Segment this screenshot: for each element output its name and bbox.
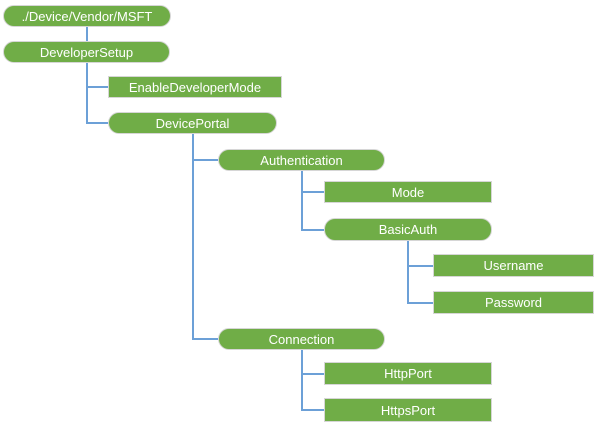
- connector-line: [301, 350, 303, 411]
- tree-node-enabledevelopermode: EnableDeveloperMode: [108, 76, 282, 98]
- tree-node-authentication: Authentication: [218, 149, 385, 171]
- connector-line: [301, 171, 303, 231]
- tree-node-root: ./Device/Vendor/MSFT: [3, 5, 171, 27]
- tree-node-username: Username: [433, 254, 594, 277]
- connector-line: [301, 191, 324, 193]
- tree-node-httpsport: HttpsPort: [324, 398, 492, 422]
- connector-line: [301, 373, 324, 375]
- connector-line: [86, 86, 108, 88]
- connector-line: [301, 409, 324, 411]
- connector-line: [86, 27, 88, 41]
- connector-line: [407, 265, 433, 267]
- connector-line: [407, 241, 409, 304]
- connector-line: [301, 229, 324, 231]
- tree-node-connection: Connection: [218, 328, 385, 350]
- connector-line: [192, 134, 194, 340]
- connector-line: [192, 338, 218, 340]
- connector-line: [407, 302, 433, 304]
- tree-node-developersetup: DeveloperSetup: [3, 41, 170, 63]
- tree-node-deviceportal: DevicePortal: [108, 112, 277, 134]
- connector-line: [86, 122, 108, 124]
- tree-node-password: Password: [433, 291, 594, 314]
- tree-node-basicauth: BasicAuth: [324, 218, 492, 241]
- connector-line: [86, 63, 88, 124]
- tree-node-mode: Mode: [324, 181, 492, 203]
- tree-node-httpport: HttpPort: [324, 362, 492, 385]
- connector-line: [192, 159, 218, 161]
